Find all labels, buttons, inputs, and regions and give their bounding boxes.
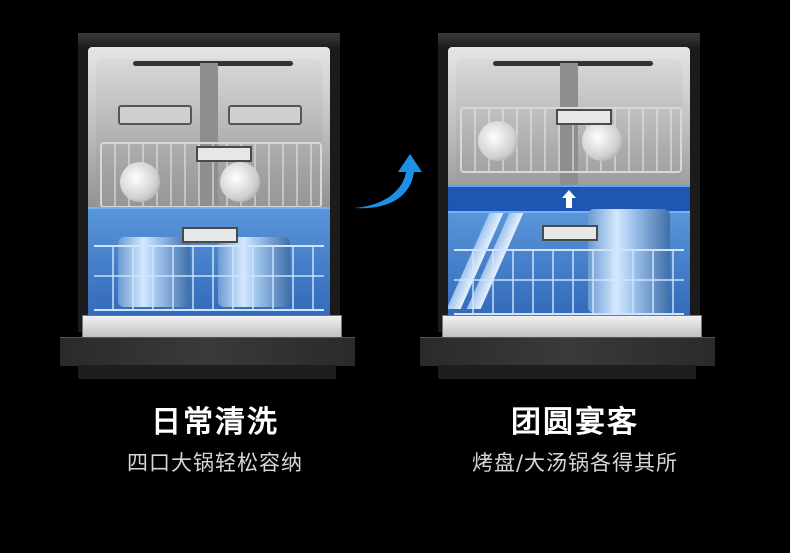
bowl — [478, 121, 518, 161]
bowl — [220, 162, 260, 202]
door-base — [438, 365, 696, 379]
dishwasher-tub — [88, 47, 330, 327]
door-lip — [442, 315, 702, 339]
bowl — [582, 121, 622, 161]
lower-rack-highlight — [88, 207, 330, 327]
panel-daily-wash: 日常清洗 四口大锅轻松容纳 — [60, 0, 370, 553]
panel-title: 日常清洗 — [151, 405, 279, 440]
dishwasher-door — [60, 337, 355, 366]
rack-label — [182, 227, 238, 243]
wall-slot — [228, 105, 302, 125]
lower-rack-highlight — [448, 209, 690, 327]
rack-label — [556, 109, 612, 125]
rack-label — [542, 225, 598, 241]
cabinet-side-left — [438, 47, 448, 332]
dishwasher-illustration — [420, 30, 730, 380]
rack-label — [196, 146, 252, 162]
cabinet-side-left — [78, 47, 88, 332]
panel-subtitle: 四口大锅轻松容纳 — [127, 451, 303, 475]
countertop-edge — [78, 33, 340, 47]
dishwasher-illustration — [60, 30, 370, 380]
bowl — [120, 162, 160, 202]
cabinet-side-right — [330, 47, 340, 332]
panel-subtitle: 烤盘/大汤锅各得其所 — [471, 451, 679, 475]
door-base — [78, 365, 336, 379]
lower-rack — [94, 245, 324, 311]
up-arrow-icon — [562, 190, 576, 208]
door-lip — [82, 315, 342, 339]
wall-slot — [118, 105, 192, 125]
panel-title: 团圆宴客 — [511, 405, 639, 440]
countertop-edge — [438, 33, 700, 47]
panel-banquet: 团圆宴客 烤盘/大汤锅各得其所 — [420, 0, 730, 553]
dishwasher-door — [420, 337, 715, 366]
lower-rack — [454, 249, 684, 315]
upper-rack — [100, 142, 322, 208]
cabinet-side-right — [690, 47, 700, 332]
upper-rack-raised — [460, 107, 682, 173]
dishwasher-tub — [448, 47, 690, 327]
curved-up-arrow-icon — [354, 154, 422, 209]
